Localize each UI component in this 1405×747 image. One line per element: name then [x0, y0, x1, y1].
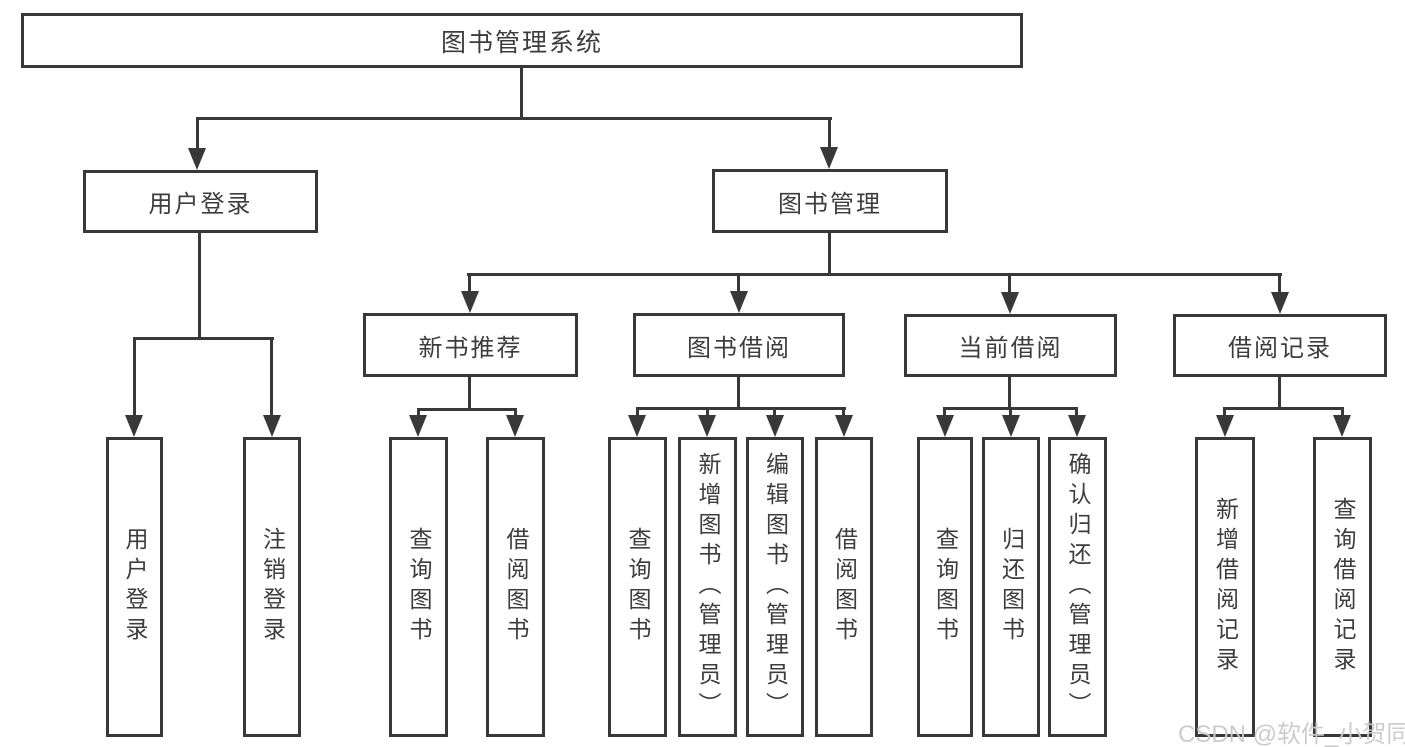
node-borrow-record-label: 借阅记录	[1228, 335, 1332, 362]
leaf-borrow-edit-admin: 编辑图书（管理员）	[746, 437, 804, 737]
arrow-down-icon	[698, 415, 716, 437]
arrow-down-icon	[628, 415, 646, 437]
node-user-login: 用户登录	[83, 170, 318, 233]
leaf-record-query: 查询借阅记录	[1313, 437, 1372, 737]
connector-line	[196, 117, 199, 164]
connector-line	[828, 117, 831, 163]
leaf-current-query: 查询图书	[917, 437, 973, 737]
node-user-login-label: 用户登录	[148, 191, 253, 218]
leaf-newbook-borrow: 借阅图书	[486, 437, 545, 737]
connector-line	[737, 273, 740, 307]
connector-line	[520, 68, 523, 119]
arrow-down-icon	[766, 415, 784, 437]
leaf-newbook-borrow-label: 借阅图书	[503, 527, 529, 647]
connector-line	[270, 337, 273, 431]
leaf-logout: 注销登录	[243, 437, 301, 737]
arrow-down-icon	[263, 415, 281, 437]
node-book-management: 图书管理	[712, 169, 948, 233]
leaf-logout-label: 注销登录	[259, 527, 286, 647]
connector-line	[467, 273, 1282, 276]
arrow-down-icon	[125, 415, 143, 437]
node-book-borrow-label: 图书借阅	[687, 334, 791, 362]
leaf-borrow-add-admin: 新增图书（管理员）	[678, 437, 737, 737]
arrow-down-icon	[1271, 292, 1289, 314]
connector-line	[468, 377, 471, 411]
connector-line	[417, 408, 517, 411]
arrow-down-icon	[188, 148, 206, 170]
leaf-return-book: 归还图书	[982, 437, 1040, 737]
connector-line	[828, 232, 831, 276]
leaf-record-add: 新增借阅记录	[1195, 437, 1255, 737]
arrow-down-icon	[409, 415, 427, 437]
leaf-borrow-book: 借阅图书	[815, 437, 873, 737]
leaf-current-query-label: 查询图书	[932, 527, 959, 647]
connector-line	[636, 407, 846, 410]
connector-line	[1224, 407, 1343, 410]
node-borrow-record: 借阅记录	[1173, 314, 1387, 377]
leaf-confirm-return-admin-label: 确认归还（管理员）	[1065, 452, 1091, 722]
connector-line	[1008, 273, 1011, 308]
arrow-down-icon	[730, 291, 748, 313]
leaf-record-query-label: 查询借阅记录	[1330, 497, 1356, 677]
arrow-down-icon	[1333, 415, 1351, 437]
connector-line	[1278, 273, 1281, 308]
connector-line	[197, 117, 832, 120]
node-current-borrow-label: 当前借阅	[958, 335, 1063, 362]
arrow-down-icon	[820, 147, 838, 169]
connector-line	[1278, 377, 1281, 410]
connector-line	[133, 337, 274, 340]
arrow-down-icon	[1002, 415, 1020, 437]
connector-line	[133, 337, 136, 431]
arrow-down-icon	[936, 415, 954, 437]
node-new-book-recommend: 新书推荐	[363, 313, 578, 377]
arrow-down-icon	[461, 291, 479, 313]
arrow-down-icon	[835, 415, 853, 437]
connector-line	[198, 233, 201, 340]
leaf-record-add-label: 新增借阅记录	[1212, 497, 1239, 677]
arrow-down-icon	[1068, 415, 1086, 437]
arrow-down-icon	[1001, 292, 1019, 314]
connector-line	[1008, 377, 1011, 410]
node-book-borrow: 图书借阅	[633, 313, 845, 377]
node-current-borrow: 当前借阅	[904, 314, 1117, 377]
arrow-down-icon	[506, 415, 524, 437]
leaf-borrow-add-admin-label: 新增图书（管理员）	[695, 452, 721, 722]
leaf-borrow-query: 查询图书	[608, 437, 667, 737]
leaf-borrow-query-label: 查询图书	[625, 527, 651, 647]
leaf-borrow-edit-admin-label: 编辑图书（管理员）	[762, 452, 789, 722]
leaf-confirm-return-admin: 确认归还（管理员）	[1048, 437, 1107, 737]
connector-line	[737, 377, 740, 410]
leaf-return-book-label: 归还图书	[998, 527, 1025, 647]
node-new-book-recommend-label: 新书推荐	[418, 334, 523, 362]
node-book-management-label: 图书管理	[778, 190, 882, 218]
leaf-borrow-book-label: 借阅图书	[831, 527, 858, 647]
leaf-newbook-query: 查询图书	[389, 437, 448, 737]
arrow-down-icon	[1216, 415, 1234, 437]
node-root: 图书管理系统	[21, 13, 1023, 68]
node-root-label: 图书管理系统	[440, 28, 603, 57]
connector-line	[468, 273, 471, 307]
leaf-newbook-query-label: 查询图书	[406, 527, 432, 647]
leaf-user-login-label: 用户登录	[122, 527, 148, 647]
leaf-user-login: 用户登录	[106, 437, 163, 737]
